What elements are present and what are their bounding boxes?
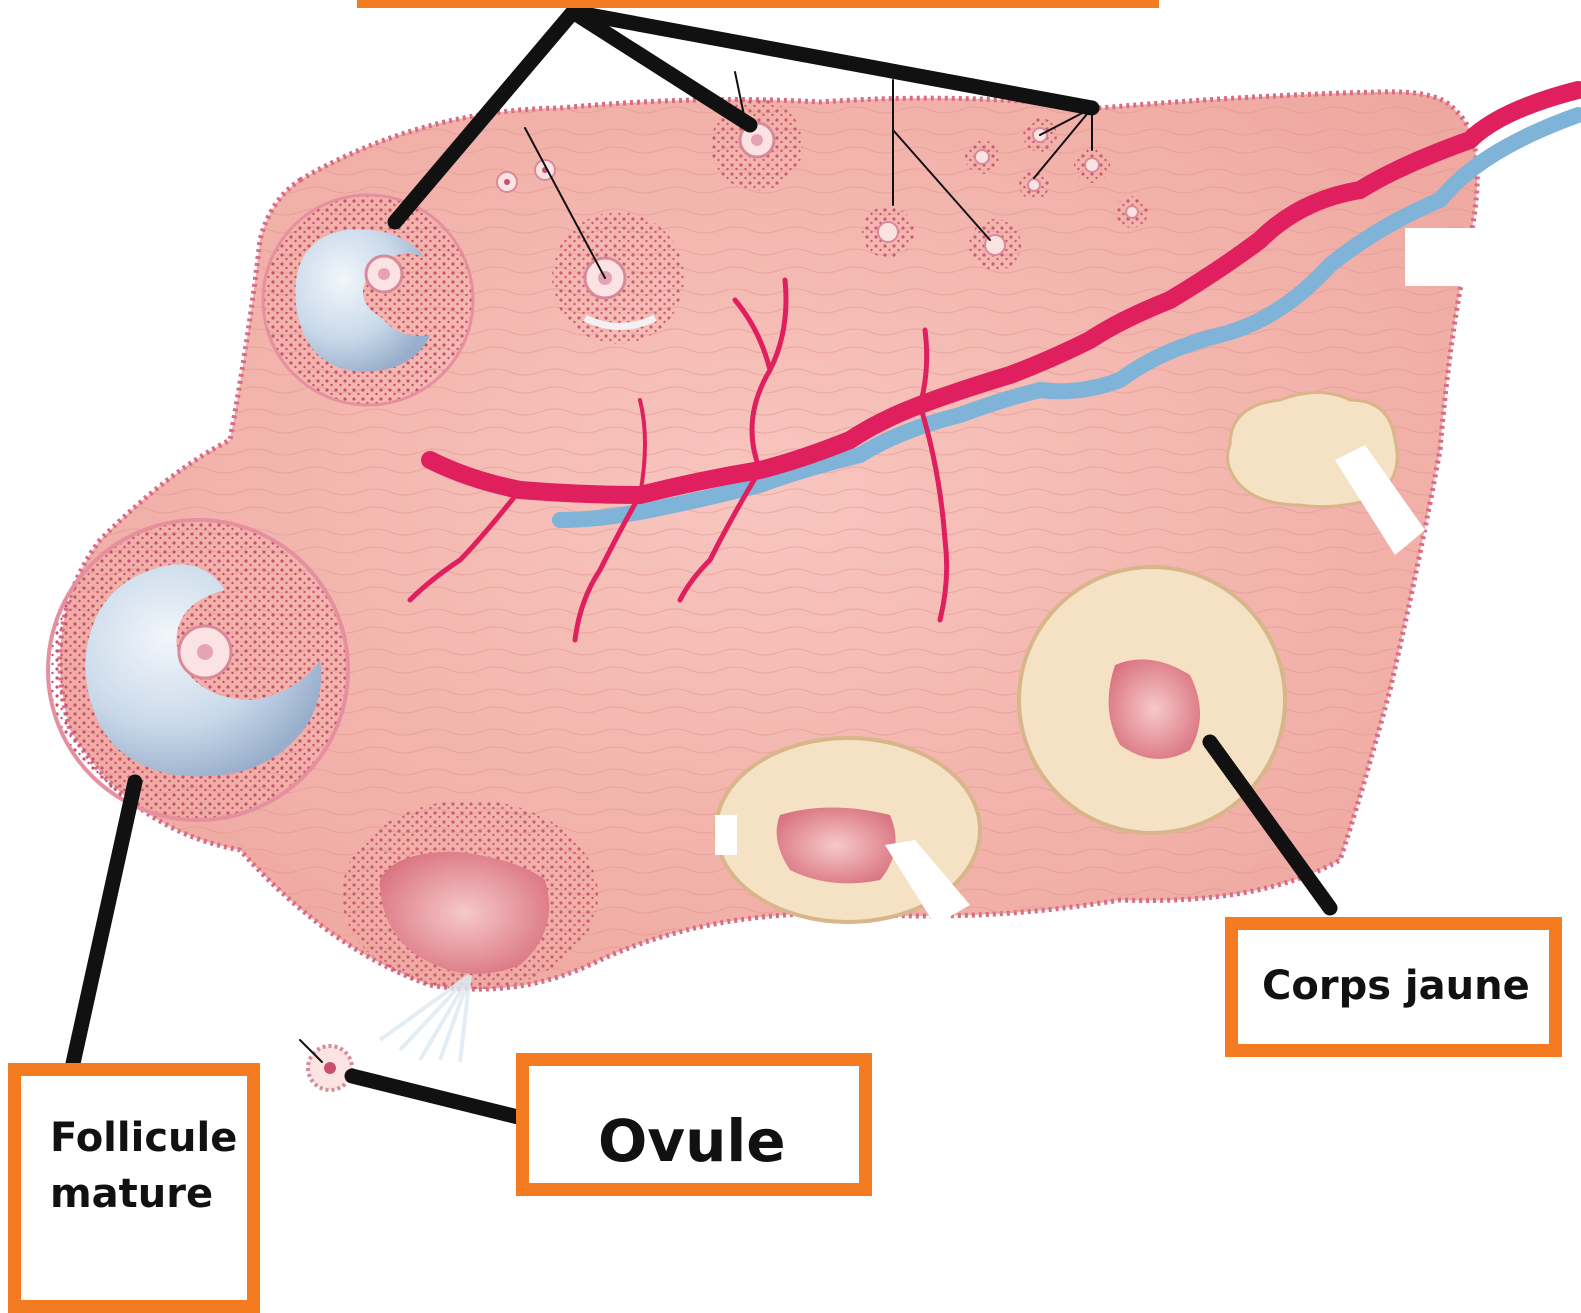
leader-line (352, 1076, 522, 1118)
small-follicle (1116, 196, 1148, 228)
follicule-mature-label: Follicule mature (50, 1110, 237, 1222)
small-follicle (1019, 170, 1049, 200)
ruptured-follicle (342, 800, 598, 1062)
small-follicle (862, 206, 914, 258)
ovum (308, 1046, 352, 1090)
corps-jaune-label: Corps jaune (1262, 962, 1530, 1010)
small-follicle (969, 219, 1021, 271)
ovule-label: Ovule (598, 1108, 786, 1174)
top-label-box (357, 0, 1159, 8)
leader-line (72, 782, 135, 1068)
growing-follicle (552, 212, 684, 344)
small-follicle (497, 172, 517, 192)
mature-follicle (48, 520, 348, 820)
antral-follicle (263, 195, 473, 405)
small-follicle (1074, 147, 1110, 183)
small-follicle (965, 140, 999, 174)
